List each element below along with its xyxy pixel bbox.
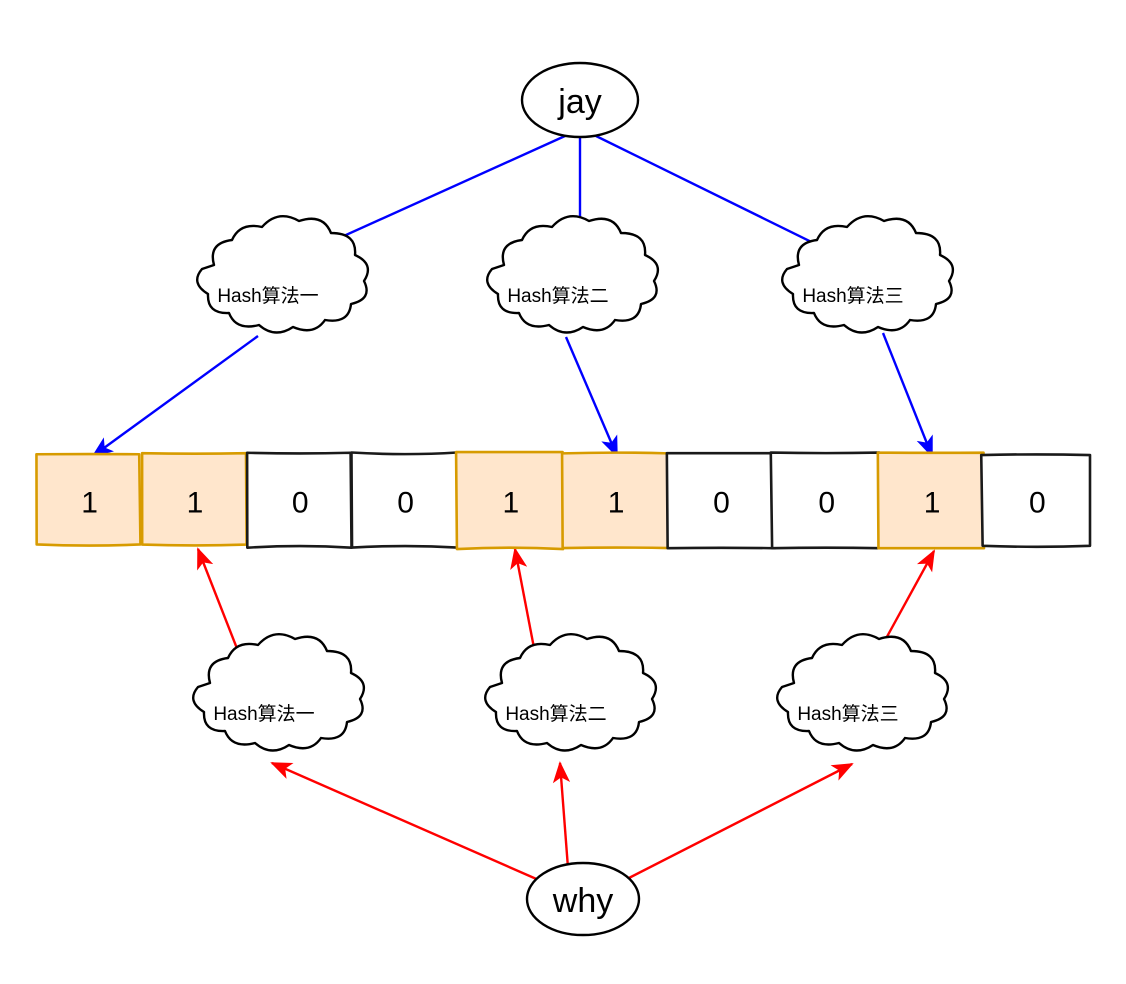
cloud-top-hash-1[interactable]: Hash算法一 — [196, 215, 370, 334]
bit-cell-0-value: 1 — [81, 487, 98, 520]
edges-why-to-hashes — [270, 761, 854, 883]
bit-cell-9-value: 0 — [1029, 487, 1046, 520]
cloud-top-hash-3[interactable]: Hash算法三 — [781, 215, 955, 334]
cloud-bottom-hash-1-shape — [192, 633, 366, 752]
edge-hash-3-to-cell-8 — [881, 332, 934, 458]
bit-cell-8-value: 1 — [924, 487, 941, 520]
node-jay-label: jay — [557, 83, 601, 121]
cloud-bottom-hash-3-label: Hash算法三 — [797, 703, 898, 725]
node-why-label: why — [552, 882, 613, 920]
edge-jay-to-hash-3 — [595, 134, 844, 259]
cloud-bottom-hash-2-label: Hash算法二 — [505, 703, 606, 725]
edge-hash-1-to-cell-0 — [91, 335, 259, 458]
edge-why-to-hash-2 — [552, 761, 571, 869]
node-why-ellipse — [525, 861, 641, 937]
cloud-bottom-hash-1[interactable]: Hash算法一 — [192, 633, 366, 752]
edges-hashes-to-bits-top — [91, 332, 934, 458]
bit-cell-7-value: 0 — [818, 487, 835, 520]
bit-cell-1-value: 1 — [187, 487, 204, 520]
cloud-bottom-hash-3[interactable]: Hash算法三 — [776, 633, 950, 752]
cloud-bottom-hash-1-label: Hash算法一 — [213, 703, 314, 725]
cloud-top-hash-2-shape — [486, 215, 660, 334]
cloud-bottom-hash-2[interactable]: Hash算法二 — [484, 633, 658, 752]
edge-why-to-hash-1 — [270, 761, 542, 883]
bit-cell-8[interactable] — [876, 451, 986, 550]
cloud-top-hash-3-label: Hash算法三 — [802, 285, 903, 307]
edge-hash-2-to-cell-5 — [564, 336, 619, 458]
cloud-top-hash-2-label: Hash算法二 — [507, 285, 608, 307]
bit-cell-4-value: 1 — [503, 487, 520, 520]
cloud-top-hash-3-shape — [781, 215, 955, 334]
bit-cell-0[interactable] — [35, 452, 142, 547]
edge-why-to-hash-3 — [624, 762, 854, 882]
bit-cell-6-value: 0 — [713, 487, 730, 520]
bit-array: 1 1 0 0 1 1 0 0 1 0 — [35, 450, 1092, 551]
cloud-bottom-hash-3-shape — [776, 633, 950, 752]
cloud-bottom-hash-2-shape — [484, 633, 658, 752]
cloud-top-hash-1-label: Hash算法一 — [217, 285, 318, 307]
node-jay-ellipse — [520, 61, 640, 139]
node-jay[interactable]: jay — [520, 61, 640, 139]
cloud-top-hash-2[interactable]: Hash算法二 — [486, 215, 660, 334]
node-why[interactable]: why — [525, 861, 641, 937]
bit-cell-9[interactable] — [979, 453, 1092, 549]
bit-cell-2-value: 0 — [292, 487, 309, 520]
cloud-top-hash-1-shape — [196, 215, 370, 334]
bit-cell-5-value: 1 — [608, 487, 625, 520]
bit-cell-3-value: 0 — [397, 487, 414, 520]
